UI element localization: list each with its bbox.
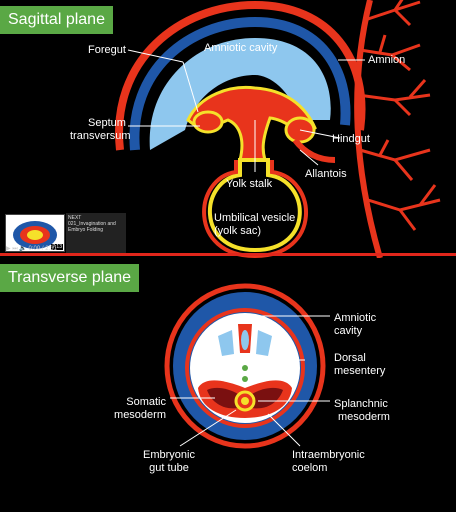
label-amniotic-line2: cavity xyxy=(334,325,363,337)
foregut xyxy=(192,110,224,134)
progress-fill xyxy=(0,253,456,256)
time-display: 0:00 / 2:31 xyxy=(28,246,57,252)
transverse-plane-badge: Transverse plane xyxy=(0,264,140,292)
next-icon[interactable]: ⏭ xyxy=(12,246,18,252)
label-umbilical-line2: (yolk sac) xyxy=(214,225,262,237)
video-player-overlay: 7:13 NEXT 021_Invagination and Embryo Fo… xyxy=(0,211,456,258)
neural-canal xyxy=(241,330,249,350)
label-somatic-line2: mesoderm xyxy=(114,409,166,421)
sagittal-diagram xyxy=(115,0,441,258)
outer-ring xyxy=(164,283,326,449)
label-gut-line1: Embryonic xyxy=(143,449,195,461)
allantois xyxy=(292,138,336,163)
amniotic-wall xyxy=(129,16,351,151)
label-splanchnic-line1: Splanchnic xyxy=(334,398,388,410)
label-somatic-line1: Somatic xyxy=(126,396,166,408)
next-video-title: 021_Invagination and Embryo Folding xyxy=(68,221,116,233)
label-allantois: Allantois xyxy=(305,168,347,180)
label-dorsal-line1: Dorsal xyxy=(334,352,366,364)
label-splanchnic-mesoderm: Splanchnic mesoderm xyxy=(334,398,390,424)
embryo-body xyxy=(186,85,317,162)
left-somite xyxy=(218,330,234,356)
label-gut-line2: gut tube xyxy=(149,462,189,474)
label-dorsal-line2: mesentery xyxy=(334,365,386,377)
transverse-leader-lines xyxy=(170,315,330,447)
gut-lumen xyxy=(241,397,249,405)
label-yolk-stalk: Yolk stalk xyxy=(226,178,273,190)
right-coelom xyxy=(252,387,283,409)
player-controls: ▶ ⏭ 🔈 0:00 / 2:31 xyxy=(6,245,57,253)
label-umbilical-line1: Umbilical vesicle xyxy=(214,212,296,224)
next-video-card[interactable]: NEXT 021_Invagination and Embryo Folding xyxy=(66,213,126,253)
amniotic-cavity xyxy=(149,38,331,150)
label-foregut: Foregut xyxy=(88,44,126,56)
label-somatic-mesoderm: Somatic mesoderm xyxy=(100,396,166,422)
play-icon[interactable]: ▶ xyxy=(6,246,11,252)
transverse-diagram xyxy=(164,283,330,449)
leader-lines xyxy=(127,49,365,172)
thumbnail-embryo-icon xyxy=(13,221,57,249)
label-embryonic-gut-tube: Embryonic gut tube xyxy=(134,449,204,475)
label-septum-transversum: Septum transversum xyxy=(70,117,131,143)
label-coelom-line1: Intraembryonic xyxy=(292,449,365,461)
label-dorsal-mesentery: Dorsal mesentery xyxy=(334,352,385,378)
label-septum-line2: transversum xyxy=(70,130,131,142)
left-coelom xyxy=(207,387,238,409)
thumbnail-duration: 7:13 xyxy=(51,244,63,250)
umbilical-vesicle xyxy=(208,158,302,253)
sagittal-plane-badge: Sagittal plane xyxy=(0,6,113,34)
notochord xyxy=(242,365,248,371)
yolk-sac-wall xyxy=(202,160,308,258)
label-intraembryonic-coelom: Intraembryonic coelom xyxy=(292,449,365,475)
progress-bar[interactable] xyxy=(0,253,456,256)
amnion-outer xyxy=(115,0,366,151)
label-septum-line1: Septum xyxy=(88,117,126,129)
label-umbilical-vesicle: Umbilical vesicle (yolk sac) xyxy=(214,212,295,238)
label-hindgut: Hindgut xyxy=(332,133,370,145)
inner-ring xyxy=(185,308,305,428)
right-somite xyxy=(256,330,272,356)
label-splanchnic-line2: mesoderm xyxy=(338,411,390,423)
label-amniotic-line1: Amniotic xyxy=(334,312,377,324)
dorsal-aorta xyxy=(242,376,248,382)
label-amniotic-cavity: Amniotic cavity xyxy=(204,42,278,54)
next-video-thumbnail[interactable]: 7:13 xyxy=(5,214,65,252)
label-amniotic-cavity: Amniotic cavity xyxy=(334,312,376,338)
transverse-panel: Transverse plane Amniotic cavity Dorsal … xyxy=(0,258,456,512)
label-coelom-line2: coelom xyxy=(292,462,328,474)
chorionic-villi xyxy=(357,0,441,231)
label-amnion: Amnion xyxy=(368,54,406,66)
next-label: NEXT xyxy=(68,215,82,221)
volume-icon[interactable]: 🔈 xyxy=(19,246,27,252)
